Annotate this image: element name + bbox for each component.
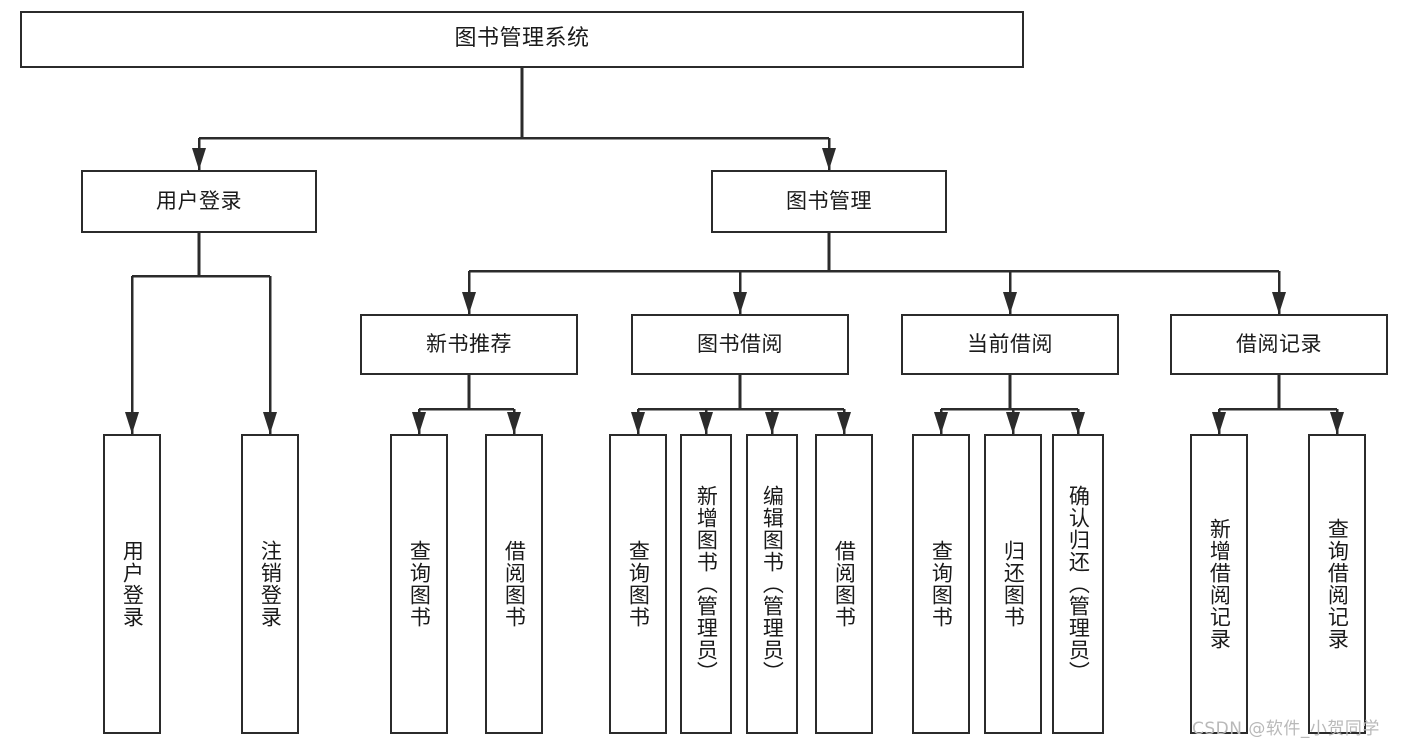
node-label: 查询借阅记录: [1325, 518, 1350, 650]
node-label: 查询图书: [626, 540, 651, 628]
node-records: 借阅记录: [1170, 314, 1388, 375]
connector-arrowhead: [934, 412, 948, 434]
node-leaf-rec-query: 查询借阅记录: [1308, 434, 1366, 734]
node-label: 用户登录: [156, 188, 242, 213]
node-leaf-bk-query: 查询图书: [609, 434, 667, 734]
connector-arrowhead: [631, 412, 645, 434]
node-label: 注销登录: [258, 540, 283, 628]
connector-arrowhead: [507, 412, 521, 434]
connector-arrowhead: [1006, 412, 1020, 434]
node-leaf-nb-borrow: 借阅图书: [485, 434, 543, 734]
node-label: 新增图书（管理员）: [694, 485, 719, 683]
connector-arrowhead: [192, 148, 206, 170]
node-leaf-nb-query: 查询图书: [390, 434, 448, 734]
node-login: 用户登录: [81, 170, 317, 233]
connector-arrowhead: [1272, 292, 1286, 314]
node-leaf-cur-confirm: 确认归还（管理员）: [1052, 434, 1104, 734]
node-label: 查询图书: [929, 540, 954, 628]
node-borrow: 图书借阅: [631, 314, 849, 375]
node-leaf-rec-add: 新增借阅记录: [1190, 434, 1248, 734]
connector-arrowhead: [462, 292, 476, 314]
node-label: 当前借阅: [967, 331, 1053, 356]
node-label: 新增借阅记录: [1207, 518, 1232, 650]
connector-arrowhead: [1212, 412, 1226, 434]
node-current: 当前借阅: [901, 314, 1119, 375]
connector-arrowhead: [412, 412, 426, 434]
connector-arrowhead: [263, 412, 277, 434]
node-leaf-user-login: 用户登录: [103, 434, 161, 734]
node-leaf-bk-borrow: 借阅图书: [815, 434, 873, 734]
connector-arrowhead: [125, 412, 139, 434]
node-leaf-bk-edit: 编辑图书（管理员）: [746, 434, 798, 734]
node-label: 确认归还（管理员）: [1066, 485, 1091, 683]
node-label: 新书推荐: [426, 331, 512, 356]
node-label: 图书管理系统: [454, 26, 590, 52]
node-root: 图书管理系统: [20, 11, 1024, 68]
connector-arrowhead: [699, 412, 713, 434]
connector-arrowhead: [1071, 412, 1085, 434]
node-leaf-bk-add: 新增图书（管理员）: [680, 434, 732, 734]
connector-arrowhead: [1330, 412, 1344, 434]
node-label: 编辑图书（管理员）: [760, 485, 785, 683]
node-label: 借阅图书: [832, 540, 857, 628]
node-label: 图书管理: [786, 188, 872, 213]
node-label: 用户登录: [120, 540, 145, 628]
node-label: 借阅图书: [502, 540, 527, 628]
node-leaf-user-logout: 注销登录: [241, 434, 299, 734]
connector-arrowhead: [1003, 292, 1017, 314]
node-label: 借阅记录: [1236, 331, 1322, 356]
connector-arrowhead: [822, 148, 836, 170]
node-newbook: 新书推荐: [360, 314, 578, 375]
node-bookmgmt: 图书管理: [711, 170, 947, 233]
connector-arrowhead: [765, 412, 779, 434]
node-label: 归还图书: [1001, 540, 1026, 628]
node-label: 图书借阅: [697, 331, 783, 356]
node-label: 查询图书: [407, 540, 432, 628]
connector-arrowhead: [837, 412, 851, 434]
node-leaf-cur-return: 归还图书: [984, 434, 1042, 734]
connector-arrowhead: [733, 292, 747, 314]
node-leaf-cur-query: 查询图书: [912, 434, 970, 734]
